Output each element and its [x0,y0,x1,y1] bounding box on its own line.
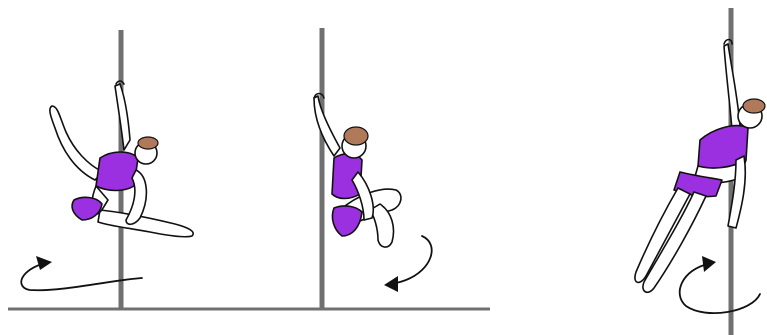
leg-lower [98,210,193,237]
dancer-tuck-spin-icon [314,94,401,248]
hair-bun [743,99,765,113]
rotation-arrow-ccw-icon [680,256,760,313]
briefs [332,206,362,236]
rotation-arrow-ccw-icon [21,256,142,290]
hair-bun [344,127,368,145]
arm-raised [115,84,130,150]
panel-2 [314,28,432,310]
torso-suit [96,152,138,191]
panel-1 [8,30,490,310]
hair-bun [138,137,158,149]
leg-upper [50,106,103,180]
arm-raised [314,96,340,156]
dancer-layout-spin-icon [635,40,765,293]
briefs [72,197,102,220]
dancer-leg-split-spin-icon [50,81,193,237]
panel-3 [635,8,765,335]
